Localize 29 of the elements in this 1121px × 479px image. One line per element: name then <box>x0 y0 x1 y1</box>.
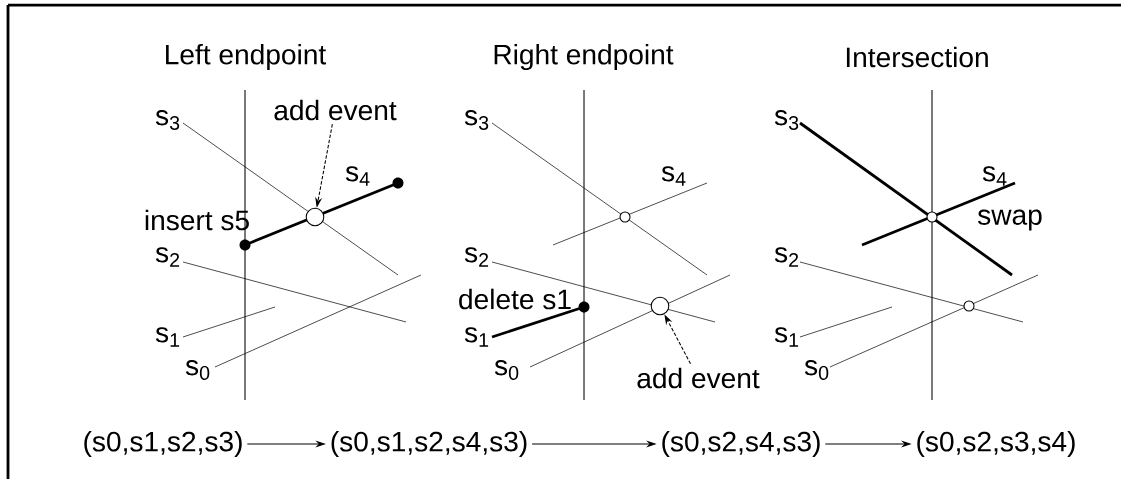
segment-label: s$_{3}$ <box>155 110 180 130</box>
segment-label: s$_{4}$ <box>982 166 1007 186</box>
panel-title: Right endpoint <box>494 43 674 71</box>
segment-label: s$_{2}$ <box>774 247 799 267</box>
segment-label: s$_{0}$ <box>804 360 829 380</box>
panel-title: Left endpoint <box>166 43 327 71</box>
intersection-circle <box>305 207 325 227</box>
segment-label: s$_{1}$ <box>464 327 489 347</box>
segment-label: s$_{1}$ <box>155 327 180 347</box>
intersection-circle <box>650 296 670 316</box>
segment-label: s$_{2}$ <box>155 247 180 267</box>
segment-label: s$_{0}$ <box>494 360 519 380</box>
segment-label: s$_{3}$ <box>774 110 799 130</box>
segment-label: s$_{1}$ <box>774 327 799 347</box>
state-tuple: (s0,s2,s4,s3) <box>662 430 820 458</box>
state-tuple: (s0,s1,s2,s4,s3) <box>331 430 527 458</box>
segment-label: s$_{4}$ <box>345 166 370 186</box>
annotation-text: add event <box>637 367 760 389</box>
annotation-text: add event <box>274 99 397 121</box>
segment-label: s$_{0}$ <box>185 360 210 380</box>
segment-label: s$_{4}$ <box>661 166 686 186</box>
annotation-text: delete s1 <box>459 288 571 310</box>
segment-label: s$_{3}$ <box>464 110 489 130</box>
state-tuple: (s0,s2,s3,s4) <box>917 430 1075 458</box>
segment-label: s$_{2}$ <box>464 247 489 267</box>
annotation-text: insert s5 <box>145 209 249 231</box>
state-tuple: (s0,s1,s2,s3) <box>84 430 242 458</box>
panel-title: Intersection <box>846 46 988 68</box>
annotation-text: swap <box>977 209 1042 231</box>
